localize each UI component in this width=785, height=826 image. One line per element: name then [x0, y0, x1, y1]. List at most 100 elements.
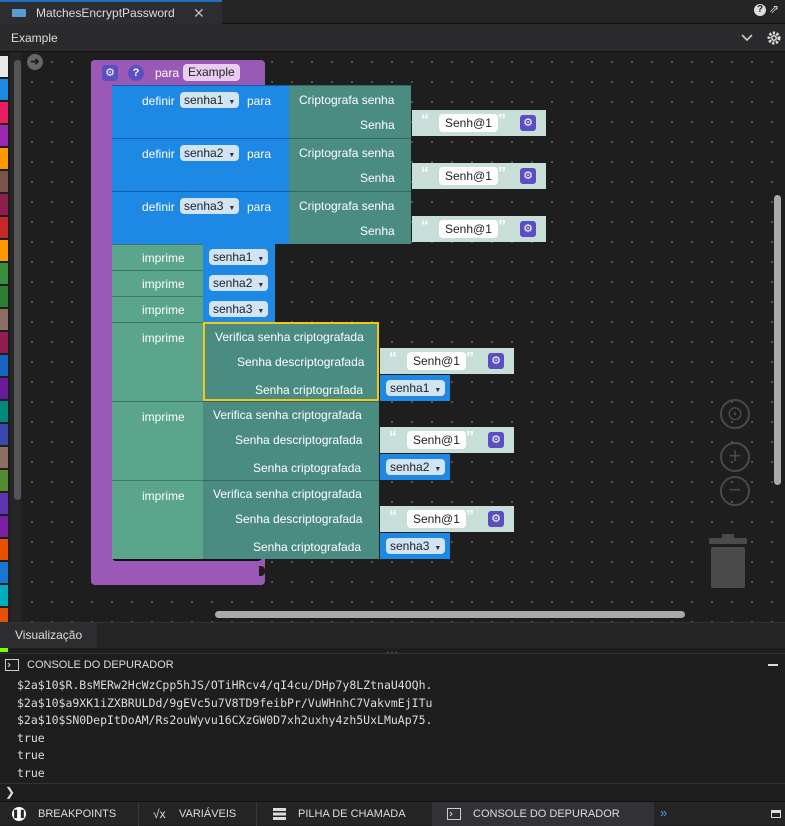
- string-value[interactable]: Senh@1: [407, 352, 466, 370]
- maximize-icon[interactable]: [771, 810, 781, 818]
- tab-variaveis[interactable]: √x VARIÁVEIS: [153, 802, 253, 826]
- print-block[interactable]: imprime: [112, 296, 204, 322]
- palette-category-8[interactable]: [0, 240, 8, 261]
- palette-category-21[interactable]: [0, 539, 8, 560]
- palette-category-19[interactable]: [0, 493, 8, 514]
- string-settings-gear-icon[interactable]: ⚙: [488, 353, 504, 369]
- string-settings-gear-icon[interactable]: ⚙: [520, 168, 536, 184]
- print-block[interactable]: imprime: [112, 244, 204, 270]
- zoom-in-icon[interactable]: +: [720, 442, 750, 472]
- string-settings-gear-icon[interactable]: ⚙: [520, 221, 536, 237]
- password-string-block[interactable]: “Senh@1”⚙: [412, 216, 546, 242]
- palette-category-7[interactable]: [0, 217, 8, 238]
- close-tab-icon[interactable]: ✕: [193, 4, 205, 21]
- function-name-field[interactable]: Example: [183, 64, 240, 81]
- password-string-block[interactable]: “Senh@1”⚙: [412, 110, 546, 136]
- define-var-dropdown[interactable]: senha3▼: [180, 198, 240, 214]
- tab-pilha-de-chamada[interactable]: PILHA DE CHAMADA: [273, 802, 433, 826]
- tab-console-depurador[interactable]: CONSOLE DO DEPURADOR: [432, 802, 654, 826]
- password-string-block[interactable]: “Senh@1”⚙: [380, 427, 514, 453]
- variable-getter-block[interactable]: senha1▼: [203, 244, 275, 270]
- variable-getter-block[interactable]: senha1▼: [380, 375, 450, 401]
- string-value[interactable]: Senh@1: [439, 167, 498, 185]
- palette-category-11[interactable]: [0, 309, 8, 330]
- function-help-icon[interactable]: ?: [128, 65, 144, 81]
- function-settings-gear-icon[interactable]: ⚙: [102, 65, 118, 81]
- palette-category-4[interactable]: [0, 148, 8, 169]
- password-string-block[interactable]: “Senh@1”⚙: [380, 506, 514, 532]
- getter-var-dropdown[interactable]: senha2▼: [209, 275, 269, 291]
- palette-category-24[interactable]: [0, 608, 8, 629]
- palette-category-12[interactable]: [0, 332, 8, 353]
- print-block[interactable]: imprime: [112, 322, 204, 401]
- palette-category-3[interactable]: [0, 125, 8, 146]
- print-block[interactable]: imprime: [112, 270, 204, 296]
- string-settings-gear-icon[interactable]: ⚙: [488, 432, 504, 448]
- workspace-horizontal-scrollbar[interactable]: [215, 611, 685, 618]
- tab-visualizacao[interactable]: Visualização: [0, 623, 98, 648]
- palette-category-6[interactable]: [0, 194, 8, 215]
- print-block[interactable]: imprime: [112, 480, 204, 559]
- palette-category-22[interactable]: [0, 562, 8, 583]
- palette-category-5[interactable]: [0, 171, 8, 192]
- palette-category-18[interactable]: [0, 470, 8, 491]
- variable-getter-block[interactable]: senha2▼: [380, 454, 450, 480]
- string-value[interactable]: Senh@1: [407, 510, 466, 528]
- palette-scrollbar[interactable]: [14, 60, 21, 500]
- chevron-down-icon[interactable]: [741, 33, 753, 43]
- palette-category-16[interactable]: [0, 424, 8, 445]
- getter-var-dropdown[interactable]: senha1▼: [209, 249, 269, 265]
- palette-category-20[interactable]: [0, 516, 8, 537]
- palette-category-14[interactable]: [0, 378, 8, 399]
- zoom-out-icon[interactable]: −: [720, 476, 750, 506]
- center-workspace-icon[interactable]: ⊙: [720, 399, 750, 429]
- define-var-dropdown[interactable]: senha1▼: [180, 92, 240, 108]
- palette-category-10[interactable]: [0, 286, 8, 307]
- palette-category-9[interactable]: [0, 263, 8, 284]
- variable-getter-block[interactable]: senha3▼: [380, 533, 450, 559]
- password-string-block[interactable]: “Senh@1”⚙: [380, 348, 514, 374]
- palette-category-2[interactable]: [0, 102, 8, 123]
- palette-category-23[interactable]: [0, 585, 8, 606]
- popout-icon[interactable]: ⇗: [769, 2, 780, 16]
- getter-var-dropdown[interactable]: senha1▼: [386, 380, 446, 396]
- palette-category-1[interactable]: [0, 79, 8, 100]
- print-block[interactable]: imprime: [112, 401, 204, 480]
- settings-gear-icon[interactable]: [766, 30, 782, 46]
- string-value[interactable]: Senh@1: [439, 220, 498, 238]
- more-tabs-icon[interactable]: »: [660, 805, 668, 820]
- palette-category-15[interactable]: [0, 401, 8, 422]
- string-settings-gear-icon[interactable]: ⚙: [488, 511, 504, 527]
- palette-category-0[interactable]: [0, 56, 8, 77]
- string-settings-gear-icon[interactable]: ⚙: [520, 115, 536, 131]
- variable-getter-block[interactable]: senha3▼: [203, 296, 275, 322]
- minimize-console-icon[interactable]: [768, 664, 778, 666]
- palette-category-17[interactable]: [0, 447, 8, 468]
- resize-handle-icon[interactable]: ···: [386, 647, 399, 658]
- tab-matches-encrypt-password[interactable]: MatchesEncryptPassword ✕: [0, 0, 222, 24]
- function-block-header[interactable]: ⚙ ? para Example: [91, 60, 265, 86]
- getter-var-dropdown[interactable]: senha2▼: [386, 459, 446, 475]
- console-prompt[interactable]: ❯: [0, 783, 785, 801]
- getter-var-dropdown[interactable]: senha3▼: [209, 301, 269, 317]
- arrow-right-icon[interactable]: ➜: [27, 54, 43, 70]
- trash-icon[interactable]: [707, 533, 749, 589]
- palette-category-13[interactable]: [0, 355, 8, 376]
- string-value[interactable]: Senh@1: [439, 114, 498, 132]
- tab-breakpoints[interactable]: ❚❚ BREAKPOINTS: [12, 802, 132, 826]
- password-string-block[interactable]: “Senh@1”⚙: [412, 163, 546, 189]
- getter-var-dropdown[interactable]: senha3▼: [386, 538, 446, 554]
- workspace-vertical-scrollbar[interactable]: [774, 195, 781, 485]
- string-value[interactable]: Senh@1: [407, 431, 466, 449]
- variable-getter-block[interactable]: senha2▼: [203, 270, 275, 296]
- define-var-dropdown[interactable]: senha2▼: [180, 145, 240, 161]
- help-icon[interactable]: ?: [754, 4, 766, 16]
